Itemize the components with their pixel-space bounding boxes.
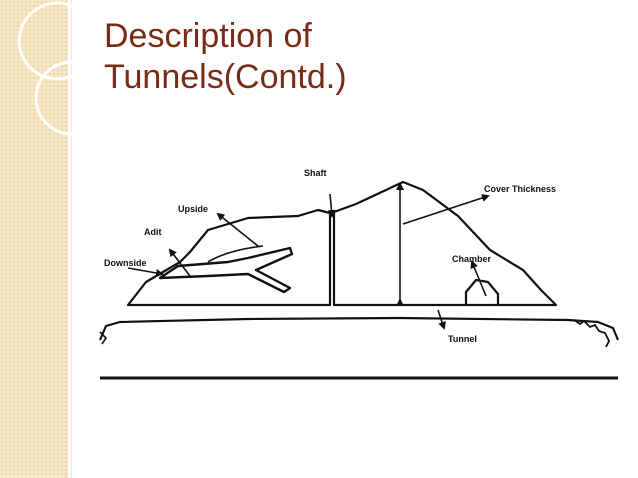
label-shaft: Shaft [304, 168, 327, 178]
adit-openings [158, 245, 294, 294]
slide-title: Description of Tunnels(Contd.) [104, 16, 347, 98]
decorative-circles [17, 1, 73, 136]
tunnel-diagram: Shaft Cover Thickness Upside Adit Downsi… [98, 150, 628, 390]
label-tunnel: Tunnel [448, 334, 477, 344]
label-downside: Downside [104, 258, 147, 268]
left-hill [126, 208, 332, 307]
leader-arrows [127, 182, 490, 330]
label-upside: Upside [178, 204, 208, 214]
side-panel-border [68, 0, 71, 478]
label-cover-thickness: Cover Thickness [484, 184, 556, 194]
right-hill [332, 180, 558, 307]
label-chamber: Chamber [452, 254, 492, 264]
slide-title-line-2: Tunnels(Contd.) [104, 58, 347, 96]
chamber-shape [464, 278, 500, 305]
label-adit: Adit [144, 227, 162, 237]
ground-surface [98, 316, 620, 348]
slide-title-line-1: Description of [104, 17, 312, 55]
